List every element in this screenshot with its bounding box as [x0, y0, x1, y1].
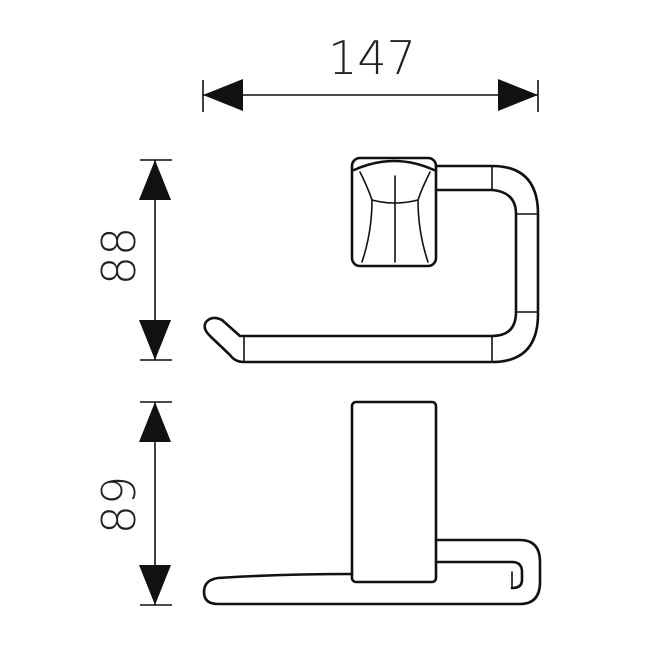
front-view-holder [202, 400, 542, 606]
top-height-arrow-down [139, 320, 171, 360]
front-height-dimension: 89 [92, 401, 172, 606]
top-height-dimension: 88 [92, 159, 172, 361]
front-wall-block [350, 400, 438, 584]
top-view-holder [203, 156, 540, 364]
top-height-label: 88 [92, 227, 146, 286]
front-height-arrow-up [139, 402, 171, 442]
front-height-arrow-down [139, 565, 171, 605]
front-height-label: 89 [92, 476, 146, 535]
top-height-arrow-up [139, 160, 171, 200]
front-arm [202, 538, 542, 606]
width-arrow-right [498, 79, 538, 111]
wall-mount-block [350, 156, 438, 268]
width-dimension: 147 [202, 31, 539, 112]
width-label: 147 [328, 31, 416, 85]
width-arrow-left [203, 79, 243, 111]
holder-arm [203, 164, 540, 364]
